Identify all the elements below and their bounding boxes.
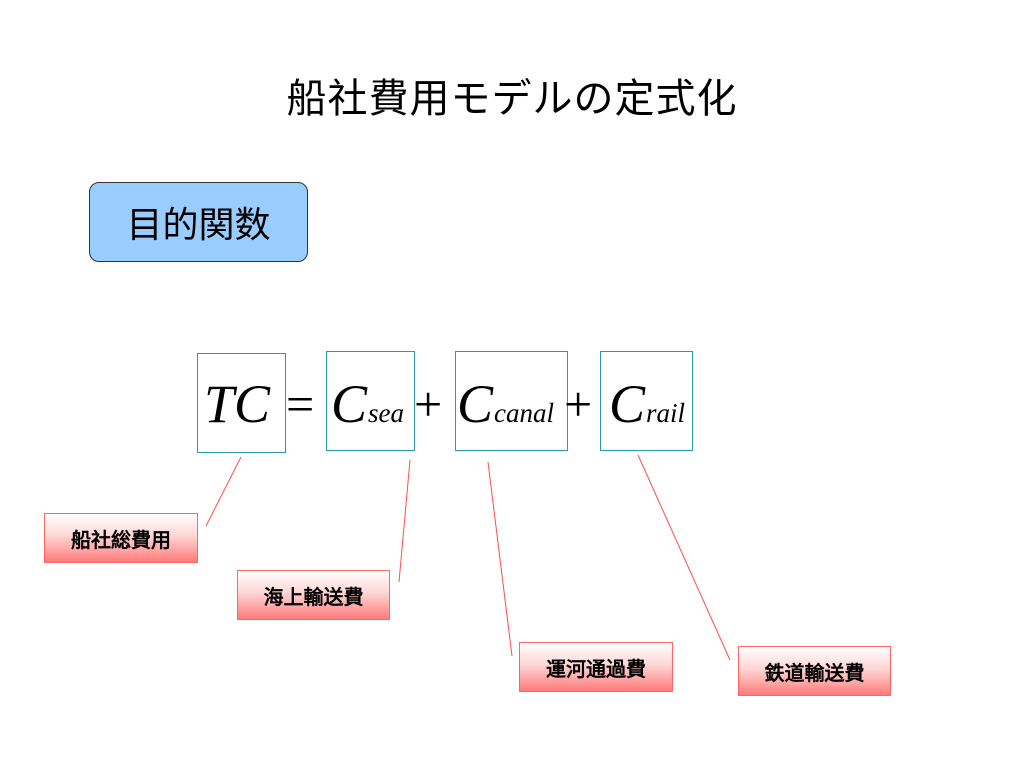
equation-lhs: TC xyxy=(204,374,271,434)
objective-function-label: 目的関数 xyxy=(126,205,271,246)
connector-total xyxy=(205,456,242,527)
equation-equals-sign: = xyxy=(286,376,315,432)
slide-title: 船社費用モデルの定式化 xyxy=(286,76,738,122)
equation-c-rail: Crail xyxy=(609,374,686,434)
equation-c-canal: Ccanal xyxy=(457,374,555,434)
connector-rail xyxy=(637,454,731,661)
term-box-canal xyxy=(455,351,568,451)
label-rail-transport-cost: 鉄道輸送費 xyxy=(738,646,891,696)
label-total-cost: 船社総費用 xyxy=(44,513,198,563)
connector-sea xyxy=(398,459,411,583)
subscript-sea: sea xyxy=(368,398,405,428)
equation-plus-sign-2: + xyxy=(564,376,593,432)
subscript-rail: rail xyxy=(646,398,686,428)
equation-tc: TC xyxy=(204,371,270,437)
connector-canal xyxy=(487,461,513,657)
label-sea-transport-cost: 海上輸送費 xyxy=(237,570,390,620)
term-box-sea xyxy=(326,351,415,451)
equation-c-sea: Csea xyxy=(331,374,405,434)
subscript-canal: canal xyxy=(494,398,555,428)
equation-plus-sign-1: + xyxy=(414,376,443,432)
term-box-tc xyxy=(197,353,286,453)
label-canal-transit-cost: 運河通過費 xyxy=(519,642,673,692)
objective-function-box: 目的関数 xyxy=(89,182,308,262)
term-box-rail xyxy=(600,351,693,451)
